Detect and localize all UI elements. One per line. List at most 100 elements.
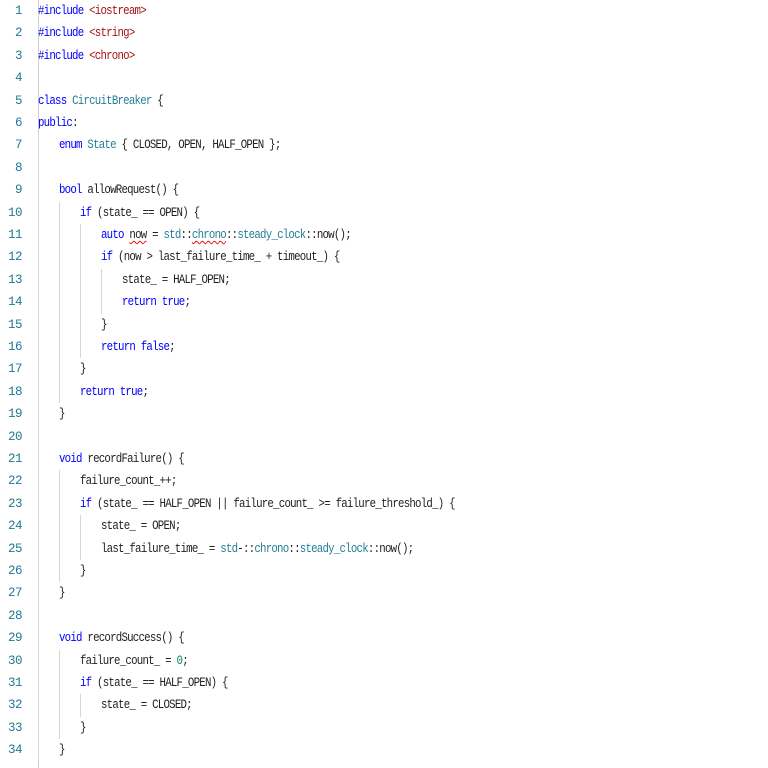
indent-guide — [59, 224, 60, 247]
code-line[interactable]: 20 — [0, 425, 768, 448]
indent-guide — [101, 291, 102, 314]
line-number: 25 — [7, 541, 23, 556]
line-number: 33 — [7, 720, 23, 735]
code-line[interactable]: 4 — [0, 67, 768, 89]
line-number: 12 — [7, 250, 23, 265]
line-number: 17 — [7, 362, 23, 377]
indent-guide — [38, 336, 39, 359]
line-number: 15 — [7, 317, 23, 332]
line-number: 32 — [7, 698, 23, 713]
indent-guide — [59, 649, 60, 672]
line-number: 24 — [7, 519, 23, 534]
line-number: 34 — [7, 743, 23, 758]
code-line[interactable]: 26} — [0, 560, 768, 583]
indent-guide — [59, 201, 60, 224]
code-text: void recordSuccess() { — [59, 631, 185, 646]
indent-guide — [80, 246, 81, 269]
line-number: 16 — [7, 340, 23, 354]
indent-guide — [38, 201, 39, 224]
code-line[interactable]: 29 void recordSuccess() { — [0, 627, 768, 650]
code-line[interactable]: 11 auto now = std::chrono::steady_clock::… — [0, 224, 768, 247]
code-line[interactable]: 28 — [0, 604, 768, 628]
indent-guide — [59, 336, 60, 359]
code-line[interactable]: 27} — [0, 582, 768, 605]
line-number: 11 — [7, 228, 23, 242]
line-number: 20 — [7, 429, 23, 444]
indent-guide — [38, 291, 39, 314]
indent-guide — [59, 716, 60, 740]
indent-guide — [80, 537, 81, 560]
code-text: return false; — [101, 340, 176, 354]
line-number: 26 — [7, 564, 23, 578]
indent-guide — [59, 492, 60, 516]
line-number: 29 — [7, 631, 23, 646]
indent-guide — [59, 560, 60, 583]
indent-guide — [80, 224, 81, 247]
code-line[interactable]: 33} — [0, 716, 768, 740]
indent-guide — [59, 358, 60, 381]
code-line[interactable]: 16 return false; — [0, 336, 768, 359]
indent-guide — [38, 134, 39, 157]
code-line[interactable]: 2#include <string> — [0, 22, 768, 44]
indent-guide — [38, 649, 39, 672]
line-number: 27 — [7, 586, 23, 601]
indent-guide — [38, 739, 39, 762]
line-number: 2 — [14, 26, 23, 41]
indent-guide — [59, 672, 60, 695]
indent-guide — [59, 313, 60, 336]
code-line[interactable]: 19} — [0, 403, 768, 426]
code-line[interactable]: 1#include <iostream> — [0, 0, 768, 22]
code-line[interactable]: 8 — [0, 156, 768, 180]
code-line[interactable]: 15} — [0, 313, 768, 336]
indent-guide — [38, 560, 39, 583]
code-text: } — [80, 720, 86, 735]
code-text: class CircuitBreaker { — [38, 93, 164, 108]
indent-guide — [59, 515, 60, 538]
code-line[interactable]: 3#include <chrono> — [0, 45, 768, 67]
indent-guide — [38, 268, 39, 292]
code-text: last_failure_time_ = std-::chrono::stead… — [101, 541, 414, 556]
code-line[interactable]: 25 last_failure_time_ = std-::chrono::ste… — [0, 537, 768, 560]
indent-guide — [38, 627, 39, 650]
code-line[interactable]: 5 class CircuitBreaker { — [0, 90, 768, 112]
line-number: 19 — [7, 407, 23, 422]
code-text: } — [59, 407, 65, 422]
indent-guide — [38, 403, 39, 426]
code-text: auto now = std::chrono::steady_clock::no… — [101, 228, 352, 242]
line-number: 6 — [14, 116, 23, 130]
code-text: if (state_ == HALF_OPEN) { — [80, 676, 228, 690]
code-text: if (state_ == HALF_OPEN || failure_count… — [80, 496, 456, 511]
line-number: 7 — [14, 138, 23, 153]
indent-guide — [38, 156, 39, 180]
line-number: 22 — [7, 474, 23, 489]
line-number: 3 — [14, 48, 23, 63]
indent-guide — [38, 179, 39, 202]
line-number: 10 — [7, 205, 23, 220]
indent-guide — [38, 582, 39, 605]
code-text: return true; — [122, 295, 191, 310]
line-number: 9 — [14, 183, 23, 198]
indent-guide — [80, 515, 81, 538]
line-number: 13 — [7, 272, 23, 287]
code-line[interactable]: 34} — [0, 739, 768, 762]
line-number: 4 — [14, 71, 23, 86]
line-number: 5 — [14, 93, 23, 108]
indent-guide — [38, 716, 39, 740]
code-line[interactable]: 17} — [0, 358, 768, 381]
